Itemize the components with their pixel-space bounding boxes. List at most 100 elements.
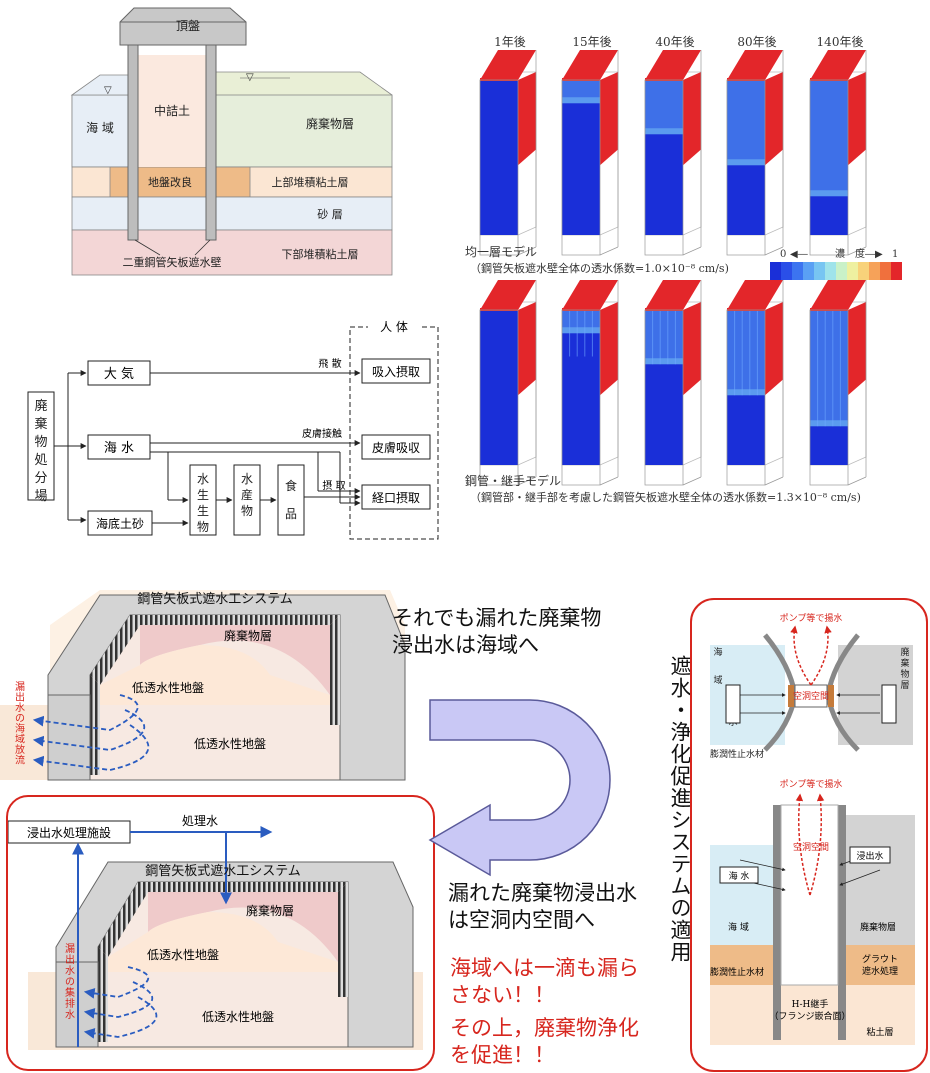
no-leak-line2: さない！！ xyxy=(450,983,555,1007)
sim-block-front xyxy=(562,80,600,235)
leak-message: それでも漏れた廃棄物 浸出水は海域へ xyxy=(392,605,601,659)
sim-block-side xyxy=(848,302,866,396)
detail-expand-label-2: 膨潤性止水材 xyxy=(710,966,764,978)
sim-block-side xyxy=(600,302,618,396)
leak-label-char: の xyxy=(15,714,25,725)
detail-seawater-label-2: 海 水 xyxy=(729,870,750,882)
u-turn-arrow xyxy=(428,699,611,877)
det-sea-char: 域 xyxy=(713,674,722,686)
oral-box: 経口摂取 xyxy=(372,490,420,505)
detail-clay-label: 粘土層 xyxy=(866,1026,893,1038)
source-char: 物 xyxy=(34,435,47,450)
leak-label-char: 海 xyxy=(15,722,25,735)
sea-label: 海 域 xyxy=(86,120,114,135)
detail-pump-label-1: ポンプ等で揚水 xyxy=(780,612,843,624)
detail-frame xyxy=(690,598,928,1072)
det-waste-char: 物 xyxy=(900,668,909,680)
detail-cavity-label-1: 空洞空間 xyxy=(793,690,829,702)
collect-label-char: 排 xyxy=(65,997,75,1010)
facility-box: 浸出水処理施設 xyxy=(27,825,111,840)
treated-water-label: 処理水 xyxy=(182,814,218,828)
legend-swatch xyxy=(792,262,803,280)
legend-swatch xyxy=(836,262,847,280)
sim-block-side xyxy=(765,72,783,166)
det-waste-char: 棄 xyxy=(900,657,909,669)
detail-sea-label: 海 域 xyxy=(713,646,722,686)
det-sea-char: 海 xyxy=(713,646,722,658)
detail-expand-label-1: 膨潤性止水材 xyxy=(710,748,764,760)
cavity-message-line1: 漏れた廃棄物浸出水 xyxy=(448,881,637,905)
low-perm-label-bottom-1: 低透水性地盤 xyxy=(147,948,219,962)
organism-char: 生 xyxy=(197,504,209,518)
leak-message-line2: 浸出水は海域へ xyxy=(392,633,539,657)
system-title-top: 鋼管矢板式遮水工システム xyxy=(137,591,293,607)
detail-waste-label-2: 廃棄物層 xyxy=(860,921,896,933)
detail-pump-label-2: ポンプ等で揚水 xyxy=(780,778,843,790)
year-label: 15年後 xyxy=(572,35,611,49)
det-waste-char: 廃 xyxy=(900,646,909,658)
lower-clay-label: 下部堆積粘土層 xyxy=(282,247,359,261)
model1-caption: （鋼管矢板遮水壁全体の透水係数=1.0×10⁻⁸ cm/s) xyxy=(470,261,729,275)
model2-caption: （鋼管部・継手部を考慮した鋼管矢板遮水壁全体の透水係数=1.3×10⁻⁸ cm/… xyxy=(470,490,861,504)
collection-system-diagram: 浸出水処理施設 処理水 鋼管矢板式遮水工システム 廃棄物層 低透水性地盤 低透水… xyxy=(8,814,423,1050)
sediment-box: 海底土砂 xyxy=(96,516,144,531)
leak-label-char: 漏 xyxy=(15,681,25,693)
leak-label-char: 流 xyxy=(15,754,25,767)
wall-label: 二重鋼管矢板遮水壁 xyxy=(123,255,222,269)
inhale-box: 吸入摂取 xyxy=(372,364,420,379)
sim-block-side xyxy=(848,72,866,166)
low-perm-label-top-2: 低透水性地盤 xyxy=(194,737,266,751)
legend-label: 濃 度 xyxy=(835,247,865,260)
sim-block-front xyxy=(480,310,518,465)
fill-label: 中詰土 xyxy=(154,103,190,118)
year-label: 80年後 xyxy=(737,35,776,49)
purify-message: その上，廃棄物浄化 を促進！！ xyxy=(450,1015,639,1069)
no-leak-message: 海域へは一滴も漏ら さない！！ xyxy=(450,955,639,1009)
system-title-bottom: 鋼管矢板式遮水工システム xyxy=(145,863,301,879)
det-waste-char: 層 xyxy=(900,680,909,691)
svg-text:▽: ▽ xyxy=(104,85,112,96)
sim-block-side xyxy=(765,302,783,396)
sea-water-box: 海 水 xyxy=(104,441,134,456)
low-perm-label-bottom-2: 低透水性地盤 xyxy=(202,1010,274,1024)
cavity-message-line2: は空洞内空間へ xyxy=(448,908,595,932)
waste-layer-label: 廃棄物層 xyxy=(306,116,354,131)
no-leak-line1: 海域へは一滴も漏ら xyxy=(450,956,639,980)
collect-label-char: 水 xyxy=(65,1009,75,1021)
sim-block-front xyxy=(480,80,518,235)
organism-char: 生 xyxy=(197,488,209,502)
year-label: 140年後 xyxy=(817,35,864,49)
human-label: 人 体 xyxy=(380,320,408,334)
legend-low: 0 xyxy=(780,249,786,260)
legend-swatch xyxy=(803,262,814,280)
leak-label-char: 放 xyxy=(15,743,25,756)
legend-swatch xyxy=(847,262,858,280)
purify-line2: を促進！！ xyxy=(450,1043,555,1067)
legend-arrow-left: ◀― xyxy=(790,249,808,260)
detail-joint-label-1: H-H継手 xyxy=(792,998,829,1010)
detail-diagram: ポンプ等で揚水 空洞空間 海 域 海 水 廃棄物層 浸出水 膨潤性止水材 ポンプ… xyxy=(710,612,915,1045)
collect-label-char: 集 xyxy=(65,986,75,999)
sim-block-front xyxy=(562,310,600,465)
food-box: 食品 xyxy=(285,478,297,521)
waste-label-bottom: 廃棄物層 xyxy=(246,903,294,918)
cross-section-diagram: ▽ ▽ 頂盤 中詰土 海 域 廃棄物層 地盤改良 上部堆積粘土層 砂 層 下部堆… xyxy=(70,7,393,276)
collect-label-char: 水 xyxy=(65,965,75,977)
leak-label-char: 水 xyxy=(15,702,25,714)
collect-label-char: 漏 xyxy=(65,943,75,955)
leak-label-char: 出 xyxy=(15,691,25,704)
waste-label-top: 廃棄物層 xyxy=(224,628,272,643)
legend-swatch xyxy=(858,262,869,280)
upper-clay-label: 上部堆積粘土層 xyxy=(272,175,349,189)
top-slab-label: 頂盤 xyxy=(176,19,200,33)
product-char: 水 xyxy=(241,472,253,486)
leak-label-char: 域 xyxy=(15,733,25,746)
sim-block-side xyxy=(518,302,536,396)
scatter-label: 飛 散 xyxy=(318,357,341,370)
legend-high: 1 xyxy=(892,249,898,260)
sim-block-side xyxy=(600,72,618,166)
